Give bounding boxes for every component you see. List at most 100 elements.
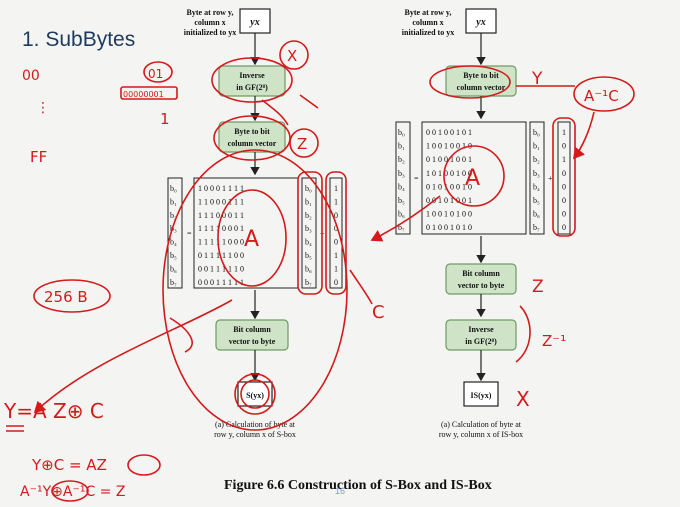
ink-left-C: C: [372, 302, 385, 323]
ink-box-bits: [120, 86, 178, 100]
ink-line-C: [349, 269, 373, 305]
ink-circle-ainvc-right: [573, 76, 635, 112]
right-constant-bit-4: 0: [562, 182, 566, 191]
ink-arrow-to-left: [370, 195, 441, 242]
right-input-bit-3: b₃: [533, 169, 540, 178]
left-matrix-row-7: 0 0 0 1 1 1 1 1: [198, 278, 244, 287]
left-constant-bit-0: 1: [334, 184, 338, 193]
left-input-label-line2: column x: [194, 18, 225, 27]
right-constant-bracket: [557, 121, 571, 235]
right-byte-to-bit-line2: column vector: [457, 83, 506, 92]
ink-circle-output: [234, 373, 276, 415]
ink-right-A: A: [465, 166, 480, 191]
left-output-bit-2: b₂: [170, 211, 177, 220]
left-constant-bit-5: 1: [334, 251, 338, 260]
right-input-label-line3: initialized to yx: [402, 28, 454, 37]
right-input-box-text: yx: [475, 17, 485, 28]
ink-box-vector: [297, 171, 323, 295]
ink-right-Zinv: Z⁻¹: [542, 332, 566, 350]
right-output-bit-6: b₆: [398, 210, 405, 219]
right-caption-line1: (a) Calculation of byte at: [441, 420, 522, 429]
ink-right-Y: Y: [531, 69, 543, 89]
left-input-bit-5: b₅: [305, 251, 312, 260]
ink-box-right-constant: [552, 117, 576, 237]
ink-arrow-to-equation: [33, 299, 233, 414]
right-output-bit-2: b₂: [398, 155, 405, 164]
ink-bits: 00000001: [123, 90, 164, 99]
right-matrix-row-6: 1 0 0 1 0 1 0 0: [426, 210, 472, 219]
ink-derive-2: A⁻¹Y⊕A⁻¹C = Z: [20, 484, 125, 500]
ink-hex-start: 00: [22, 68, 40, 84]
left-output-bit-0: b₀: [170, 184, 177, 193]
right-matrix-row-0: 0 0 1 0 0 1 0 1: [426, 128, 472, 137]
right-matrix-row-5: 0 0 1 0 1 0 0 1: [426, 196, 472, 205]
ink-circle-right-byte-to-bit: [429, 65, 511, 99]
ink-circle-byte-to-bit: [213, 115, 291, 161]
left-equals-sign: =: [187, 229, 192, 238]
left-matrix-row-3: 1 1 1 1 0 0 0 1: [198, 224, 244, 233]
right-constant-bit-0: 1: [562, 128, 566, 137]
ink-left-Z: Z: [297, 135, 307, 153]
right-input-vector-bracket: [529, 121, 545, 235]
left-byte-to-bit-line2: column vector: [228, 139, 277, 148]
ink-annotations: 00 ⋮ FF 01 00000001 1 256 B Y=A Z⊕ C Y⊕C…: [3, 40, 635, 502]
page-number: 16: [335, 486, 346, 496]
right-equals-sign: =: [414, 174, 419, 183]
right-inverse-line1: Inverse: [468, 325, 494, 334]
ink-arrow-to-constant: [573, 111, 595, 160]
right-constant-bit-3: 0: [562, 169, 566, 178]
left-output-bit-7: b₇: [170, 278, 177, 287]
ink-left-X: X: [287, 47, 297, 65]
ink-circle-right-A: [443, 145, 505, 207]
left-constant-bit-1: 1: [334, 197, 338, 206]
figure-caption: Figure 6.6 Construction of S-Box and IS-…: [224, 478, 492, 493]
left-inverse-line2: in GF(2⁸): [236, 83, 268, 92]
ink-circled-01: 01: [148, 67, 163, 81]
ink-circle-01: [143, 61, 173, 83]
ink-big-oval: [162, 149, 348, 431]
ink-right-Z: Z: [532, 277, 544, 297]
right-input-label-line2: column x: [412, 18, 443, 27]
right-output-box-text: IS(yx): [471, 391, 492, 400]
left-input-label: Byte at row y, column x initialized to y…: [184, 8, 236, 37]
ink-right-X: X: [516, 387, 530, 411]
left-constant-bit-6: 1: [334, 264, 338, 273]
right-matrix-row-7: 0 1 0 0 1 0 1 0: [426, 223, 472, 232]
ink-mark-1: [299, 94, 319, 109]
left-input-bit-6: b₆: [305, 264, 312, 273]
left-input-bit-4: b₄: [305, 238, 312, 247]
slide-title: 1. SubBytes: [22, 28, 136, 51]
left-inverse-line1: Inverse: [239, 71, 265, 80]
left-matrix-row-0: 1 0 0 0 1 1 1 1: [198, 184, 244, 193]
right-output-box: [463, 381, 499, 407]
left-output-bit-3: b₃: [170, 224, 177, 233]
left-matrix: 1 0 0 0 1 1 1 11 1 0 0 0 1 1 11 1 1 0 0 …: [198, 184, 244, 287]
right-matrix-row-1: 1 0 0 1 0 0 1 0: [426, 142, 472, 151]
left-caption-line1: (a) Calculation of byte at: [215, 420, 296, 429]
ink-256: 256 B: [44, 288, 88, 306]
right-matrix-bracket: [421, 121, 527, 235]
left-input-bit-1: b₁: [305, 197, 312, 206]
left-input-bit-3: b₃: [305, 224, 312, 233]
left-output-box-text: S(yx): [246, 391, 264, 400]
right-constant-bit-6: 0: [562, 210, 566, 219]
ink-circle-inverse: [211, 57, 293, 103]
right-input-bit-1: b₁: [533, 142, 540, 151]
ink-right-AinvC: A⁻¹C: [584, 87, 619, 105]
ink-equation: Y=A Z⊕ C: [3, 399, 104, 423]
ink-circle-output-inner: [240, 379, 270, 409]
ink-digit-one: 1: [160, 110, 170, 128]
left-input-bit-2: b₂: [305, 211, 312, 220]
right-matrix-row-3: 1 0 1 0 0 1 0 0: [426, 169, 472, 178]
right-output-bit-0: b₀: [398, 128, 405, 137]
left-constant-bit-4: 0: [334, 238, 338, 247]
right-byte-to-bit-line1: Byte to bit: [463, 71, 499, 80]
right-input-bit-0: b₀: [533, 128, 540, 137]
ink-hex-end: FF: [30, 148, 47, 166]
left-bit-to-byte-box: [215, 319, 289, 351]
